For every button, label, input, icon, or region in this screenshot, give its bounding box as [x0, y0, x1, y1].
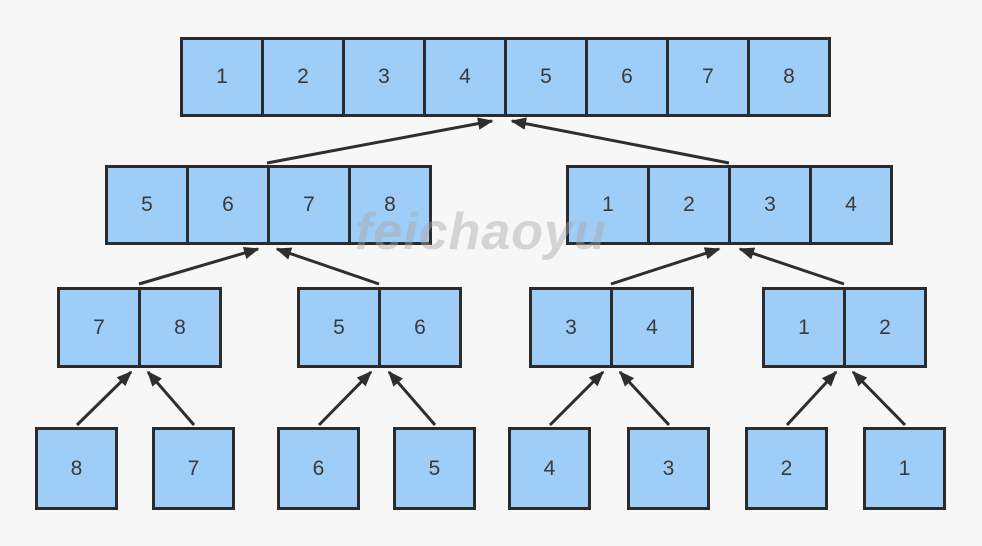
array-cell: 5 [393, 427, 476, 510]
array-cell: 7 [267, 165, 351, 245]
array-cell: 6 [585, 37, 669, 117]
array-cell: 8 [35, 427, 118, 510]
array-cell: 7 [666, 37, 750, 117]
array-cell: 3 [627, 427, 710, 510]
array-cell: 1 [566, 165, 650, 245]
array-cell: 5 [105, 165, 189, 245]
array-cell: 4 [508, 427, 591, 510]
array-cell: 5 [504, 37, 588, 117]
array-half-left: 5 6 7 8 [105, 165, 432, 245]
array-cell: 4 [809, 165, 893, 245]
array-cell: 3 [342, 37, 426, 117]
array-single-8: 1 [863, 427, 946, 510]
array-single-5: 4 [508, 427, 591, 510]
array-half-right: 1 2 3 4 [566, 165, 893, 245]
array-cell: 1 [180, 37, 264, 117]
array-cell: 7 [152, 427, 235, 510]
array-pair-1: 7 8 [57, 287, 222, 368]
array-cell: 4 [423, 37, 507, 117]
array-cell: 7 [57, 287, 141, 368]
array-single-3: 6 [277, 427, 360, 510]
array-single-6: 3 [627, 427, 710, 510]
array-cell: 3 [529, 287, 613, 368]
array-single-2: 7 [152, 427, 235, 510]
array-cell: 1 [762, 287, 846, 368]
array-cell: 8 [348, 165, 432, 245]
array-cell: 6 [378, 287, 462, 368]
array-cell: 2 [745, 427, 828, 510]
array-cell: 4 [610, 287, 694, 368]
array-cell: 1 [863, 427, 946, 510]
array-cell: 3 [728, 165, 812, 245]
array-single-1: 8 [35, 427, 118, 510]
array-cell: 2 [843, 287, 927, 368]
array-single-7: 2 [745, 427, 828, 510]
array-pair-2: 5 6 [297, 287, 462, 368]
array-pair-4: 1 2 [762, 287, 927, 368]
array-cell: 6 [277, 427, 360, 510]
array-cell: 6 [186, 165, 270, 245]
array-cell: 8 [747, 37, 831, 117]
array-merged-result: 1 2 3 4 5 6 7 8 [180, 37, 831, 117]
array-cell: 2 [261, 37, 345, 117]
array-pair-3: 3 4 [529, 287, 694, 368]
array-single-4: 5 [393, 427, 476, 510]
array-cell: 8 [138, 287, 222, 368]
array-cell: 2 [647, 165, 731, 245]
array-cell: 5 [297, 287, 381, 368]
